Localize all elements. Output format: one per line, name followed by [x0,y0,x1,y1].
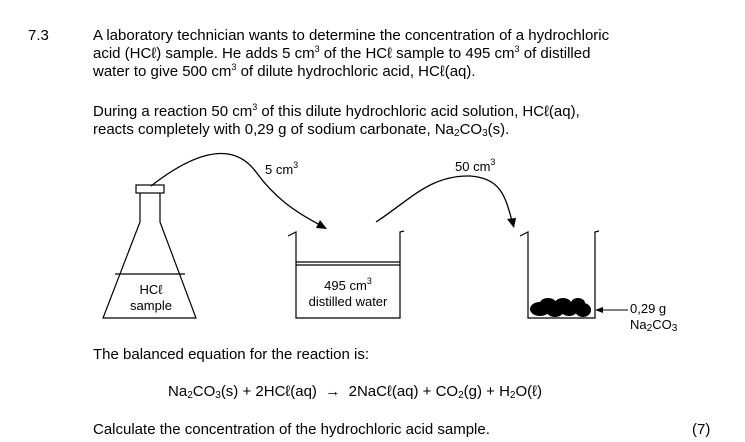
beaker-distilled-water [287,230,405,319]
sodium-carbonate-solid [530,298,591,317]
equation-intro: The balanced equation for the reaction i… [93,346,370,363]
arrow-flask-to-beaker [150,152,327,229]
intro-line-2: acid (HCℓ) sample. He adds 5 cm3 of the … [93,44,591,63]
solid-label-pointer [595,307,628,313]
reaction-line-2: reacts completely with 0,29 g of sodium … [93,121,510,139]
task-instruction: Calculate the concentration of the hydro… [93,421,490,438]
intro-line-1: A laboratory technician wants to determi… [93,27,610,44]
reaction-paragraph: During a reaction 50 cm3 of this dilute … [93,103,713,139]
beaker-reaction [519,230,600,319]
reaction-line-1: During a reaction 50 cm3 of this dilute … [93,102,580,121]
arrow2-label: 50 cm3 [455,157,496,175]
question-number: 7.3 [28,27,49,44]
marks: (7) [692,421,711,438]
reaction-arrow: → [325,383,341,400]
arrow-beaker-to-beaker [375,175,516,228]
balanced-equation: Na2CO3(s) + 2HCℓ(aq) → 2NaCℓ(aq) + CO2(g… [168,383,542,401]
beaker-label: 495 cm3 distilled water [308,276,388,310]
flask-label: HCℓ sample [130,282,172,313]
conical-flask [102,184,197,319]
intro-paragraph: A laboratory technician wants to determi… [93,27,713,81]
solid-label: 0,29 g Na2CO3 [630,301,678,334]
arrow1-label: 5 cm3 [265,160,299,178]
intro-line-3: water to give 500 cm3 of dilute hydrochl… [93,62,476,81]
